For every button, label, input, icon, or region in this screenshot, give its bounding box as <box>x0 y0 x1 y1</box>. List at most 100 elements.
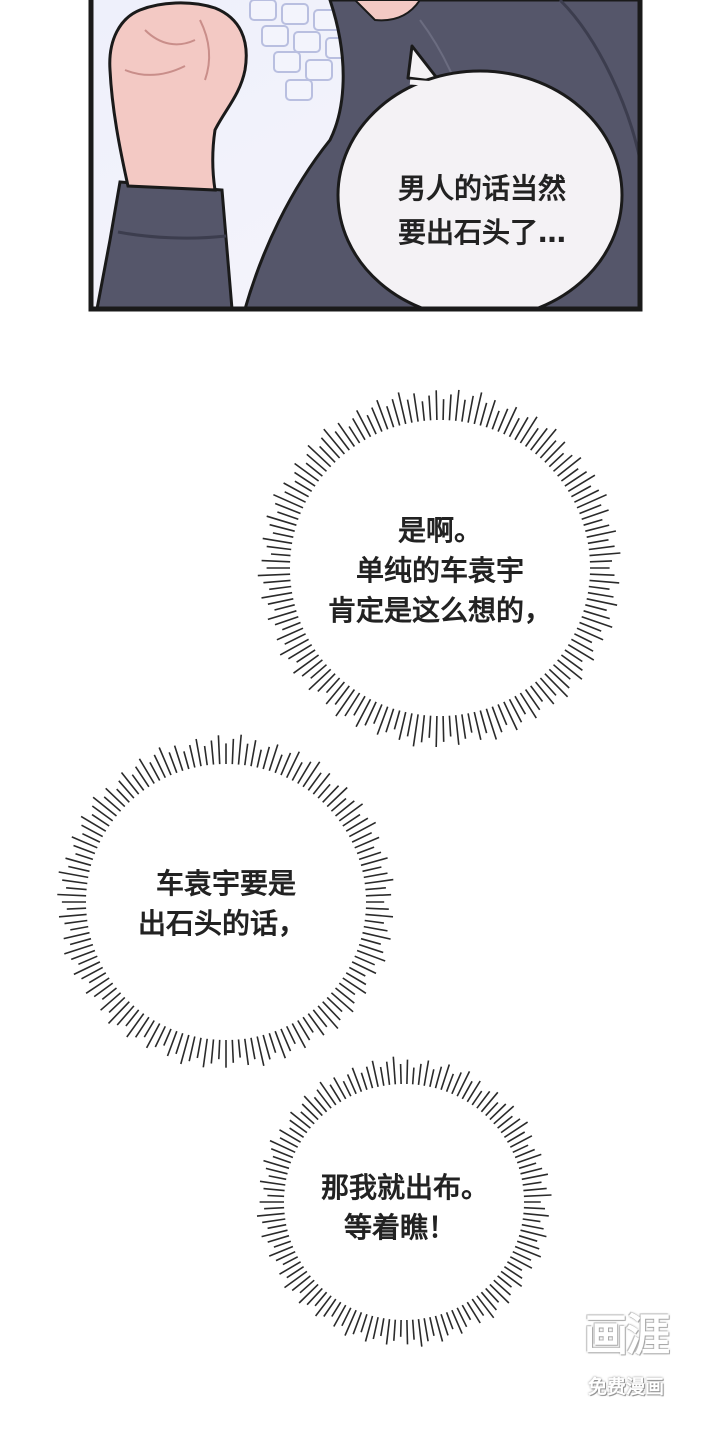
burst-ray <box>518 1234 538 1242</box>
burst-ray <box>268 1175 287 1181</box>
burst-ray <box>203 745 208 766</box>
burst-ray <box>423 1060 430 1086</box>
burst-ray <box>68 865 90 873</box>
burst-ray <box>491 410 500 430</box>
burst-ray <box>293 654 320 674</box>
burst-ray <box>493 1279 512 1296</box>
burst-ray <box>294 480 313 492</box>
burst-ray <box>539 677 557 696</box>
burst-ray <box>589 552 621 557</box>
burst-ray <box>81 966 104 980</box>
burst-ray <box>514 416 529 441</box>
burst-ray <box>356 949 386 962</box>
burst-ray <box>73 844 96 855</box>
burst-ray <box>480 1291 498 1311</box>
burst-ray <box>188 744 196 768</box>
thought-2-line-2: 出石头的话， <box>138 907 306 940</box>
burst-ray <box>429 1069 435 1087</box>
burst-ray <box>516 1153 542 1164</box>
burst-ray <box>521 1173 549 1181</box>
burst-ray <box>552 454 573 472</box>
burst-ray <box>66 907 87 910</box>
burst-ray <box>461 1304 472 1321</box>
watermark-logo: 画涯 免费漫画 <box>566 1306 686 1406</box>
burst-ray <box>302 1016 314 1033</box>
burst-ray <box>319 1081 337 1106</box>
burst-ray <box>522 1218 541 1223</box>
burst-ray <box>158 747 172 776</box>
burst-ray <box>523 1194 552 1198</box>
burst-ray <box>398 711 407 740</box>
burst-ray <box>244 1038 250 1066</box>
burst-ray <box>78 955 98 966</box>
burst-ray <box>417 1063 422 1085</box>
burst-ray <box>244 743 249 766</box>
burst-ray <box>358 943 384 954</box>
speech-text-line-2: 要出石头了… <box>398 216 566 249</box>
burst-ray <box>294 462 320 482</box>
burst-ray <box>560 654 583 671</box>
burst-ray <box>514 1245 542 1258</box>
burst-ray <box>365 887 386 891</box>
burst-ray <box>107 1001 130 1024</box>
burst-ray <box>576 493 607 509</box>
burst-ray <box>274 615 299 626</box>
burst-ray <box>471 1090 483 1106</box>
burst-ray <box>581 615 613 629</box>
burst-ray <box>261 591 293 599</box>
burst-ray <box>313 1096 328 1113</box>
burst-ray <box>314 1295 332 1317</box>
burst-ray <box>334 685 350 705</box>
burst-ray <box>523 1206 546 1210</box>
burst-ray <box>451 1309 463 1334</box>
burst-ray <box>263 1187 285 1192</box>
burst-ray <box>312 772 331 795</box>
burst-ray <box>373 704 383 725</box>
burst-ray <box>342 977 367 994</box>
burst-ray <box>503 1121 529 1138</box>
burst-ray <box>267 598 294 605</box>
burst-ray <box>530 685 544 702</box>
burst-ray <box>523 1187 547 1192</box>
burst-ray <box>372 1317 379 1340</box>
burst-ray <box>335 689 356 717</box>
burst-ray <box>412 714 419 747</box>
burst-ray <box>451 1072 462 1095</box>
burst-ray <box>589 579 620 584</box>
burst-ray <box>587 591 614 598</box>
burst-ray <box>363 925 388 932</box>
burst-ray <box>360 1313 368 1333</box>
burst-ray <box>92 796 118 817</box>
burst-ray <box>514 1148 536 1159</box>
burst-ray <box>548 452 565 468</box>
burst-ray <box>574 489 600 503</box>
burst-ray <box>70 925 89 931</box>
burst-ray <box>497 1275 513 1288</box>
burst-ray <box>320 437 341 459</box>
burst-ray <box>380 1318 385 1337</box>
burst-ray <box>429 1317 435 1336</box>
burst-ray <box>218 1039 221 1060</box>
burst-ray <box>571 485 592 498</box>
burst-ray <box>351 1067 363 1092</box>
burst-ray <box>65 857 92 867</box>
burst-ray <box>524 427 539 447</box>
burst-ray <box>586 598 618 606</box>
burst-ray <box>314 1291 328 1307</box>
burst-ray <box>307 1013 325 1036</box>
burst-ray <box>479 710 488 734</box>
burst-ray <box>69 937 92 946</box>
burst-ray <box>71 836 98 849</box>
thought-burst-1: 是啊。 单纯的车袁宇 肯定是这么想的， <box>257 389 621 748</box>
panel-border <box>88 0 643 312</box>
burst-ray <box>364 1315 374 1342</box>
burst-ray <box>73 961 101 976</box>
burst-ray <box>168 752 178 774</box>
burst-ray <box>503 1266 523 1279</box>
burst-ray <box>134 766 150 788</box>
burst-ray <box>334 431 350 451</box>
burst-ray <box>524 689 541 711</box>
thought-1-line-3: 肯定是这么想的， <box>328 594 552 627</box>
burst-ray <box>64 919 88 925</box>
burst-ray <box>75 852 94 861</box>
